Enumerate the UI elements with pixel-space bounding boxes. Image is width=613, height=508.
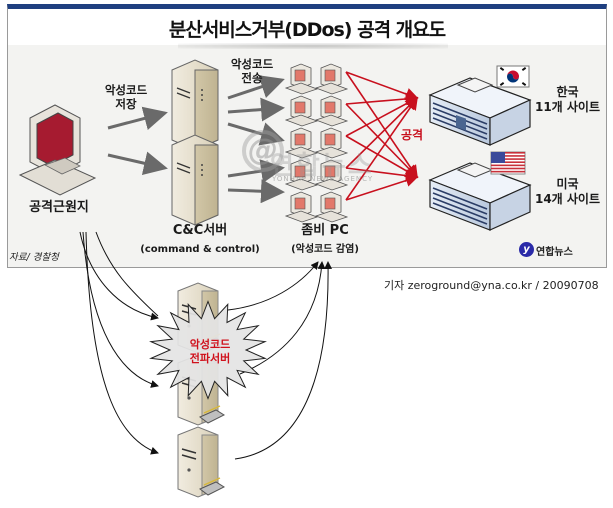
arrow-dist-2-to-zombie [239, 261, 326, 375]
zombie-pc-icon [314, 127, 349, 159]
arrow-cc-to-zombie-2 [227, 97, 285, 122]
korea-target-label: 한국 11개 사이트 [530, 85, 605, 115]
reporter-credit: 기자 zeroground@yna.co.kr / 20090708 [384, 279, 599, 292]
attack-arrow-to-usa [345, 71, 418, 179]
zombie-pc-icon [284, 63, 319, 95]
arrow-attacker-aux [95, 231, 159, 317]
brand-label: 연합뉴스 [536, 247, 573, 258]
arrow-attacker-to-dist-2 [82, 231, 159, 388]
zombie-pc-sublabel: (악성코드 감염) [291, 244, 359, 255]
watermark-subtext: YONHAP NEWS AGENCY [272, 175, 374, 183]
store-label-line1: 악성코드 [104, 83, 148, 97]
zombie-pc-icon [284, 127, 319, 159]
arrow-cc-to-zombie-1 [227, 75, 285, 100]
zombie-pc-icon [314, 159, 349, 191]
attack-label: 공격 [400, 128, 424, 142]
usa-building-icon [428, 162, 532, 231]
attack-arrows [345, 71, 419, 201]
usa-country: 미국 [556, 177, 579, 191]
watermark-text: 연합뉴스 [270, 151, 374, 181]
zombie-pc-grid [284, 63, 349, 223]
watermark-at-icon: @ [242, 130, 284, 172]
flag-stripe [491, 161, 525, 164]
cc-server-label: C&C서버 [172, 223, 228, 238]
flag-canton [491, 152, 505, 163]
korea-flag-icon [496, 65, 530, 88]
distribution-server-label: 악성코드 전파서버 [160, 338, 260, 367]
korea-building-icon [428, 77, 532, 146]
distribution-servers [177, 282, 226, 498]
send-label-line1: 악성코드 [230, 57, 274, 71]
usa-target-label: 미국 14개 사이트 [530, 177, 605, 207]
arrow-attacker-to-dist-3 [85, 231, 159, 455]
arrow-attacker-to-cc-bottom [107, 151, 168, 176]
yonhap-logo-icon: y [519, 242, 534, 257]
attack-arrow-to-korea [345, 96, 418, 201]
flag-stripe [491, 164, 525, 167]
flag-stripe [491, 170, 525, 173]
zombie-pc-label: 좀비 PC [301, 223, 349, 238]
usa-flag-icon [490, 151, 526, 175]
starburst-shape [149, 300, 267, 400]
cc-server-sublabel: (command & control) [140, 244, 260, 255]
zombie-pc-icon [314, 95, 349, 127]
store-label: 악성코드 저장 [96, 83, 156, 112]
zombie-pc-icon [284, 191, 319, 223]
flag-stripe [491, 167, 525, 170]
zombie-pc-icon [284, 159, 319, 191]
store-label-line2: 저장 [115, 97, 137, 112]
korea-site-count: 11개 사이트 [534, 100, 601, 114]
flag-stripe [491, 152, 525, 154]
source-label: 자료/ 경찰청 [9, 252, 59, 263]
usa-site-count: 14개 사이트 [534, 192, 601, 206]
title-shadow [178, 43, 448, 49]
distribution-arrows [79, 231, 333, 460]
send-label-line2: 전송 [241, 71, 263, 86]
cc-server-top-icon [171, 59, 219, 151]
flag-stripe [491, 158, 525, 160]
attack-arrow-to-korea [345, 96, 419, 169]
distribution-server-icon [177, 426, 226, 498]
distribution-label-line1: 악성코드 [189, 338, 231, 351]
store-arrows [107, 106, 168, 176]
attacker-pc-icon [18, 104, 97, 196]
arrow-cc-to-zombie-5 [227, 179, 285, 204]
diagram-title: 분산서비스거부(DDos) 공격 개요도 [168, 19, 446, 41]
zombie-pc-icon [314, 191, 349, 223]
send-label: 악성코드 전송 [222, 57, 282, 86]
attack-arrow-to-usa [345, 174, 419, 201]
arrow-dist-1-to-zombie [227, 261, 319, 311]
flag-stripe [491, 155, 525, 157]
title-band [8, 9, 606, 45]
attack-arrow-to-usa [345, 103, 419, 179]
attack-arrow-to-korea [345, 71, 419, 101]
cc-server-bottom-icon [171, 134, 219, 226]
zombie-pc-icon [284, 95, 319, 127]
arrow-dist-3-to-zombie [234, 261, 333, 460]
zombie-pc-icon [314, 63, 349, 95]
korea-country: 한국 [556, 85, 579, 99]
distribution-label-line2: 전파서버 [189, 352, 231, 366]
arrow-attacker-to-cc-top [107, 106, 168, 130]
attacker-label: 공격근원지 [29, 200, 89, 215]
